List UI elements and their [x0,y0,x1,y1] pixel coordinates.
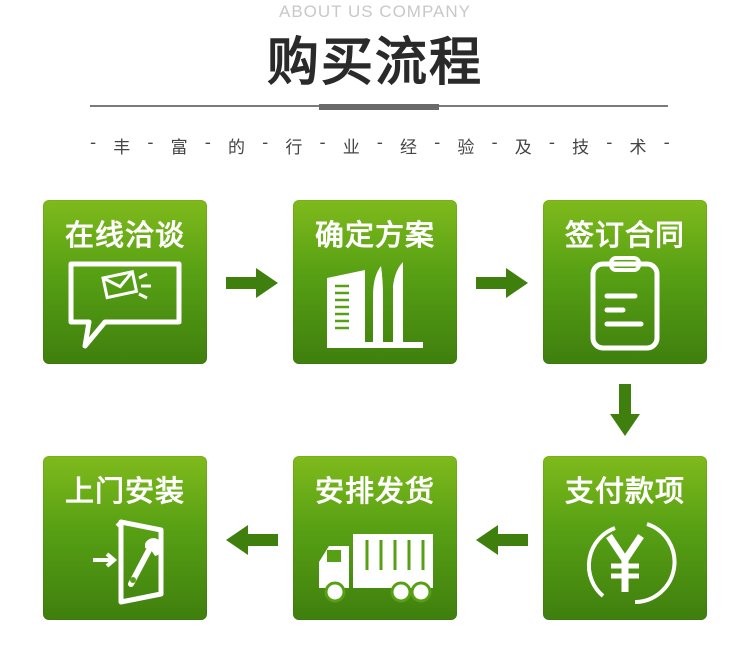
subtitle-en: ABOUT US COMPANY [278,2,471,21]
step-onsite-install: 上门安装 [43,456,207,620]
arrow-right-icon [226,268,278,298]
title-divider-accent [319,104,439,110]
arrow-right-icon [476,268,528,298]
tagline-char: 的 [227,138,245,158]
tagline-char: - [147,133,154,153]
tagline-char: - [548,133,556,153]
chat-envelope-icon [68,261,182,349]
tagline-char: 富 [170,138,188,158]
tagline-char: - [663,133,670,153]
step-label: 签订合同 [564,218,685,252]
documents-plan-icon [327,262,423,348]
tagline-char: 丰 [113,138,131,158]
delivery-truck-icon [319,534,433,603]
step-arrange-delivery: 安排发货 [293,456,457,620]
tagline-char: 术 [629,138,647,158]
tagline-char: - [606,133,613,153]
arrow-down-icon [610,384,640,436]
tagline-char: - [262,133,269,153]
step-label: 在线洽谈 [64,218,185,252]
tagline-char: 业 [342,138,360,158]
step-label: 安排发货 [314,474,435,508]
page-title: 购买流程 [266,33,483,93]
tagline-char: - [90,133,97,153]
tagline-char: 行 [285,138,303,158]
tagline-char: - [376,133,383,153]
tagline-char: - [434,133,441,153]
tagline-char: - [319,133,326,153]
tagline: - 丰 - 富 - 的 - 行 - 业 - 经 - 验 - 及 - 技 - 术 … [90,133,670,158]
yen-coin-icon [586,522,677,604]
step-label: 确定方案 [314,218,435,252]
arrow-left-icon [476,525,528,555]
tagline-char: - [491,133,498,153]
clipboard-contract-icon [590,256,660,351]
tagline-char: - [204,133,211,153]
door-wrench-icon [93,519,164,605]
tagline-char: 经 [400,138,418,158]
step-label: 支付款项 [564,474,685,508]
tagline-char: 及 [514,138,532,158]
step-sign-contract: 签订合同 [543,200,707,364]
tagline-char: 验 [457,138,475,158]
arrow-left-icon [226,525,278,555]
tagline-char: 技 [572,138,590,158]
step-payment: 支付款项 [543,456,707,620]
step-confirm-plan: 确定方案 [293,200,457,364]
step-online-chat: 在线洽谈 [43,200,207,364]
step-label: 上门安装 [64,474,185,508]
